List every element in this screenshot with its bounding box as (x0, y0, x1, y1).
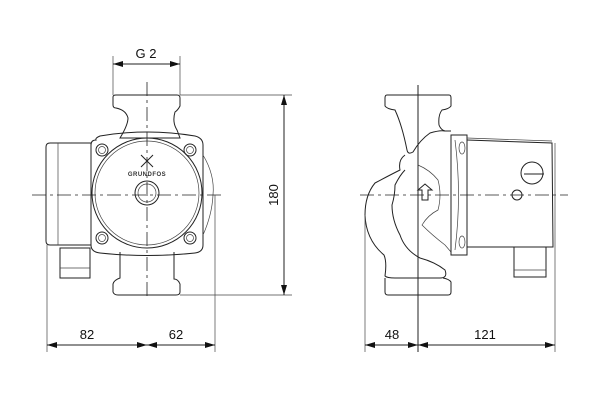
pump-body-front: GRUNDFOS (45, 94, 214, 296)
flow-direction-arrow-icon (416, 183, 434, 201)
dimension-g2: G 2 (112, 46, 181, 95)
side-view: 48 121 (360, 85, 568, 352)
left-depth-label: 48 (385, 327, 399, 342)
dimension-front-widths: 82 62 (46, 195, 216, 352)
front-view: GRUNDFOS G 2 180 82 62 (32, 46, 292, 352)
height-label: 180 (266, 184, 281, 206)
bolt-holes (95, 143, 197, 245)
left-width-label: 82 (80, 327, 94, 342)
control-knob-icon (520, 161, 544, 185)
thread-label: G 2 (136, 46, 157, 61)
dimension-side-depths: 48 121 (364, 143, 556, 352)
right-width-label: 62 (169, 327, 183, 342)
dimension-height: 180 (180, 94, 292, 296)
right-depth-label: 121 (474, 327, 496, 342)
